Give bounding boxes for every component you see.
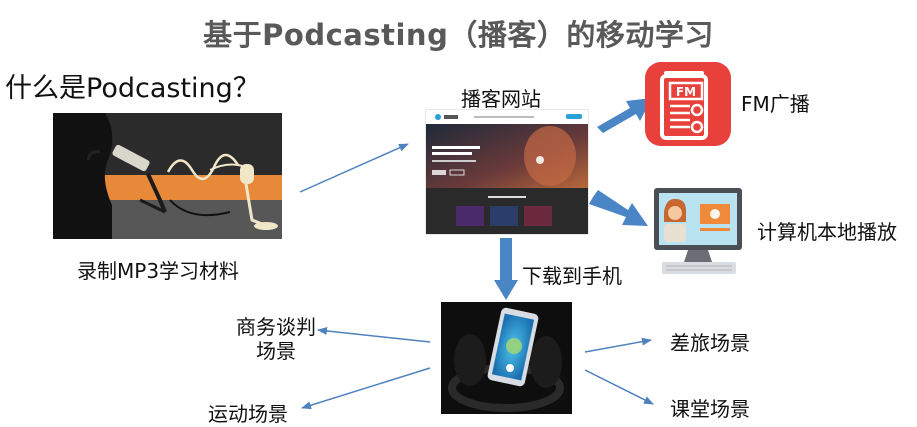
record-label: 录制MP3学习材料	[77, 259, 240, 283]
podcast-site-label: 播客网站	[461, 87, 541, 111]
page-title: 基于Podcasting（播客）的移动学习	[203, 18, 714, 52]
download-label: 下载到手机	[522, 264, 622, 288]
arrow-site-to-phone	[494, 238, 518, 300]
business-label-line2: 场景	[256, 339, 296, 363]
classroom-label: 课堂场景	[670, 397, 750, 421]
arrow-to-business	[317, 326, 431, 343]
podcast-recording-image	[53, 113, 282, 239]
fm-radio-icon: FM	[645, 62, 731, 146]
fm-logo-text: FM	[676, 85, 696, 99]
fm-label: FM广播	[741, 92, 810, 116]
computer-label: 计算机本地播放	[757, 220, 897, 244]
arrow-to-classroom	[584, 369, 654, 405]
sports-label: 运动场景	[208, 402, 288, 426]
arrow-site-to-fm	[597, 98, 652, 133]
phone-headphones-image	[441, 302, 572, 414]
arrow-to-travel	[584, 337, 652, 353]
podcast-website-image	[425, 109, 589, 235]
arrow-record-to-site	[299, 143, 409, 193]
computer-monitor-image	[654, 188, 742, 274]
business-label-line1: 商务谈判	[236, 315, 316, 339]
arrow-to-sports	[301, 367, 431, 410]
travel-label: 差旅场景	[670, 331, 750, 355]
business-label: 商务谈判 场景	[223, 315, 329, 363]
subtitle: 什么是Podcasting？	[5, 73, 260, 104]
arrow-site-to-computer	[589, 190, 648, 226]
